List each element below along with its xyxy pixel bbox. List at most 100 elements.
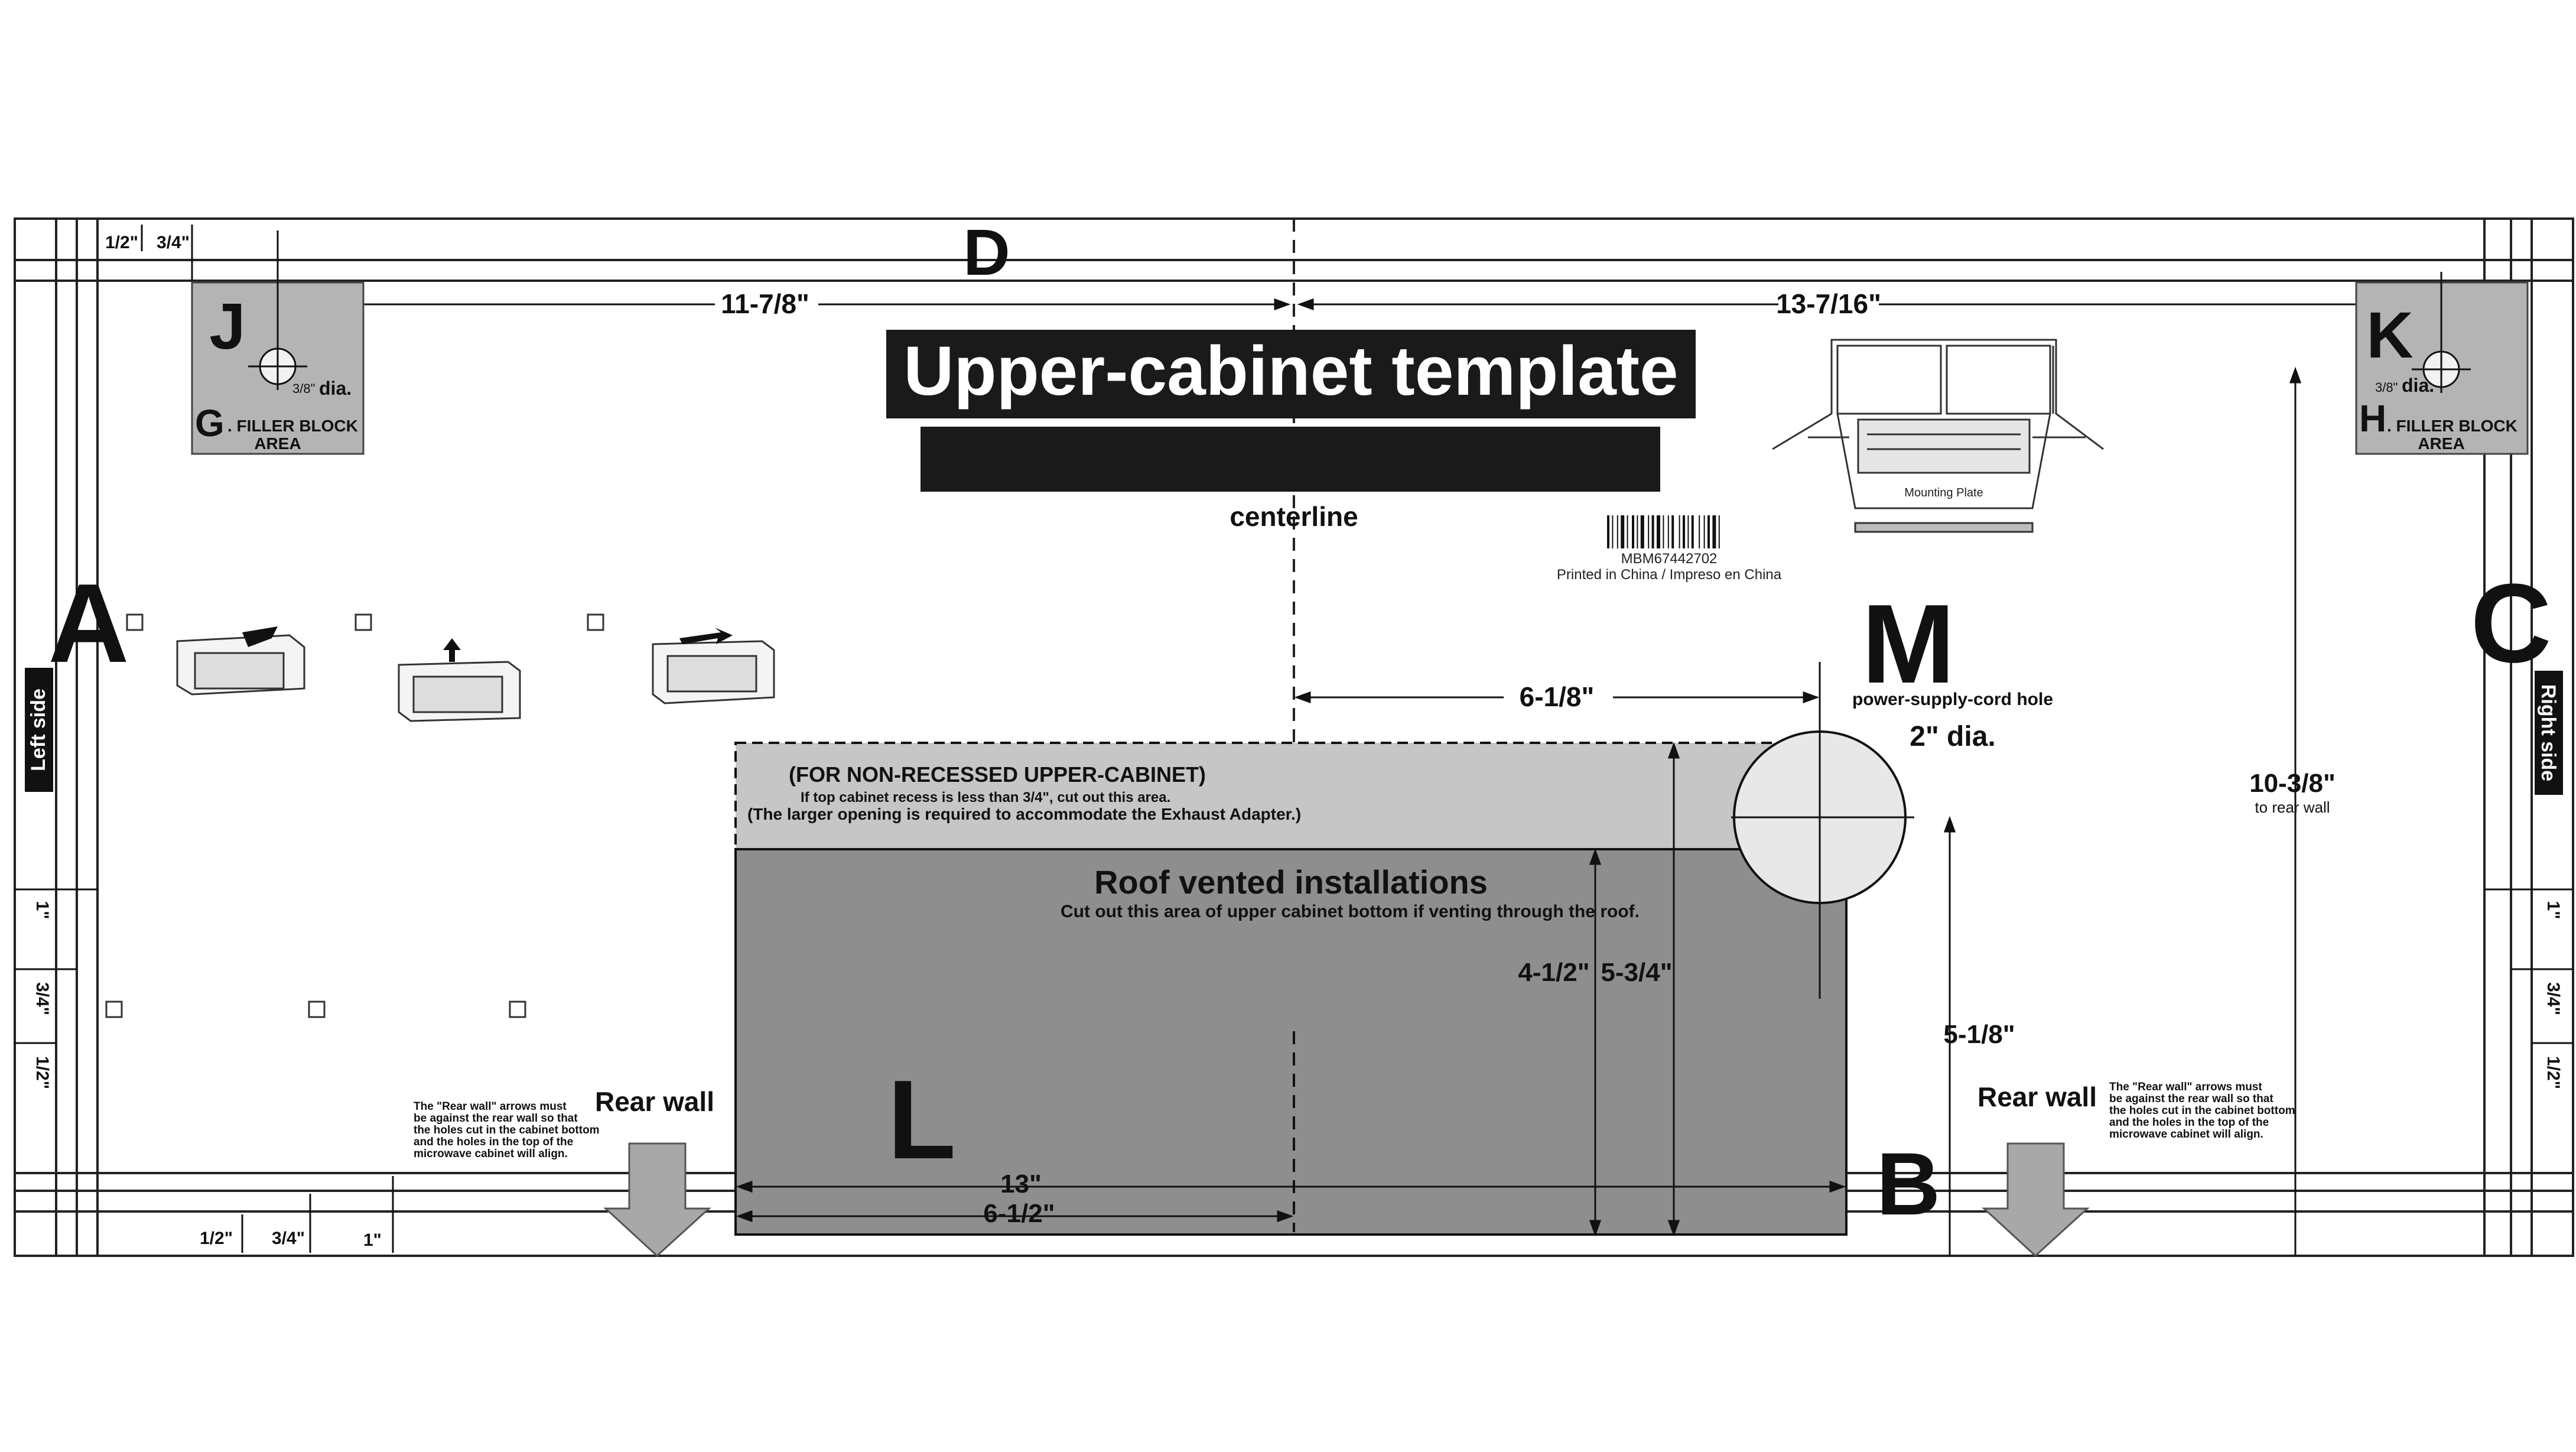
roof-vent-heading: Roof vented installations: [1094, 863, 1488, 901]
barcode-bar: [1699, 515, 1700, 548]
template-frame: [14, 217, 2574, 1257]
dimension-13: 13": [1000, 1170, 1042, 1198]
barcode-bar: [1640, 515, 1644, 548]
barcode-bar: [1679, 515, 1680, 548]
vertical-dimension-lines: [1589, 366, 2302, 1256]
top-left-offsets: 1/2" 3/4": [105, 233, 190, 252]
non-recessed-line1: If top cabinet recess is less than 3/4",…: [801, 790, 1170, 805]
barcode-bar: [1671, 515, 1674, 548]
barcode-bar: [1607, 515, 1609, 548]
to-rear-wall-label: to rear wall: [2255, 798, 2330, 816]
svg-text:The "Rear wall" arrows must: The "Rear wall" arrows must: [414, 1100, 567, 1113]
barcode-bar: [1648, 515, 1650, 548]
rear-wall-label-right: Rear wall: [1977, 1081, 2097, 1112]
dimension-5-1-8: 5-1/8": [1943, 1020, 2015, 1049]
rear-wall-arrow-left: [603, 1142, 711, 1258]
filler-block-left: J 3/8" dia. G . FILLER BLOCK AREA: [191, 230, 365, 455]
offset-three-quarter-top: 3/4": [157, 233, 190, 252]
barcode-bar: [1627, 515, 1628, 548]
power-cord-dia: 2" dia.: [1910, 721, 1995, 752]
svg-text:Left side: Left side: [27, 688, 50, 771]
svg-text:and the holes in the top of th: and the holes in the top of the: [2109, 1116, 2269, 1129]
top-dimension-lines: [275, 298, 2440, 311]
filler-area-left: AREA: [254, 434, 301, 453]
rear-wall-label-left: Rear wall: [595, 1086, 714, 1117]
bolt-dia-right: dia.: [2402, 375, 2434, 396]
rear-wall-arrow-right: [1982, 1142, 2090, 1258]
svg-text:and the holes in the top of th: and the holes in the top of the: [414, 1136, 573, 1148]
power-cord-hole: [1731, 662, 1914, 999]
dimension-line-6-1-8: [1294, 691, 1820, 704]
barcode: [1607, 515, 1720, 548]
letter-c: C: [2470, 561, 2551, 686]
filler-label-left: . FILLER BLOCK: [227, 417, 358, 435]
barcode-bar: [1712, 515, 1716, 548]
svg-text:Right side: Right side: [2537, 684, 2559, 781]
barcode-bar: [1707, 515, 1710, 548]
svg-text:be against the rear wall so th: be against the rear wall so that: [2109, 1093, 2273, 1105]
bottom-left-offsets: 1/2" 3/4" 1": [200, 1229, 382, 1250]
title-bar: [886, 330, 1696, 418]
page-title: Upper-cabinet template: [903, 332, 1678, 410]
barcode-bar: [1657, 515, 1660, 548]
filler-label-right: . FILLER BLOCK: [2387, 417, 2518, 435]
bolt-fraction-left: 3/8": [292, 381, 315, 396]
svg-text:The "Rear wall" arrows must: The "Rear wall" arrows must: [2109, 1081, 2262, 1093]
svg-text:1": 1": [363, 1230, 382, 1250]
letter-b: B: [1876, 1134, 1940, 1233]
barcode-bar: [1632, 515, 1634, 548]
printed-in: Printed in China / Impreso en China: [1557, 567, 1782, 583]
letter-k: K: [2366, 299, 2413, 372]
barcode-bar: [1651, 515, 1654, 548]
svg-text:microwave cabinet will align.: microwave cabinet will align.: [414, 1148, 568, 1160]
non-recessed-line2: (The larger opening is required to accom…: [747, 805, 1301, 823]
barcode-bar: [1687, 515, 1689, 548]
rear-wall-note-left: The "Rear wall" arrows must be against t…: [414, 1100, 600, 1160]
barcode-bar: [1616, 515, 1618, 548]
svg-text:microwave cabinet will align.: microwave cabinet will align.: [2109, 1128, 2263, 1141]
barcode-bar: [1637, 515, 1638, 548]
barcode-bar: [1691, 515, 1694, 548]
barcode-bar: [1663, 515, 1664, 548]
right-side-label: Right side: [2535, 671, 2563, 795]
mounting-plate-label: Mounting Plate: [1904, 486, 1983, 499]
svg-text:1": 1": [2544, 901, 2563, 920]
right-edge-offsets: 1" 3/4" 1/2": [2544, 901, 2563, 1089]
dimension-13-7-16: 13-7/16": [1776, 288, 1881, 319]
filler-block-right: K 3/8" dia. H . FILLER BLOCK AREA: [2355, 272, 2529, 455]
redacted-bar: [921, 427, 1660, 492]
dimension-10-3-8: 10-3/8": [2249, 769, 2336, 798]
svg-text:1": 1": [32, 901, 52, 920]
dimension-6-1-8: 6-1/8": [1520, 681, 1595, 712]
left-side-label: Left side: [25, 668, 53, 792]
filler-area-right: AREA: [2418, 434, 2464, 453]
barcode-bar: [1718, 515, 1720, 548]
dimension-4-1-2: 4-1/2": [1518, 958, 1589, 987]
barcode-bar: [1612, 515, 1614, 548]
svg-text:3/4": 3/4": [32, 982, 52, 1015]
dimension-6-1-2: 6-1/2": [983, 1199, 1055, 1228]
non-recessed-heading: (FOR NON-RECESSED UPPER-CABINET): [789, 762, 1206, 787]
offset-half-top: 1/2": [105, 233, 138, 252]
rear-wall-note-right: The "Rear wall" arrows must be against t…: [2109, 1081, 2295, 1141]
dimension-5-3-4: 5-3/4": [1601, 958, 1672, 987]
letter-h: H: [2359, 397, 2386, 440]
bolt-dia-left: dia.: [319, 378, 352, 399]
barcode-bar: [1621, 515, 1625, 548]
letter-d: D: [963, 216, 1010, 289]
left-edge-offsets: 1" 3/4" 1/2": [32, 901, 52, 1089]
svg-text:3/4": 3/4": [272, 1229, 305, 1248]
dimension-11-7-8: 11-7/8": [721, 288, 809, 319]
bottom-dimension-lines: [736, 1180, 1846, 1223]
letter-l: L: [887, 1057, 956, 1183]
svg-text:3/4": 3/4": [2544, 982, 2563, 1015]
part-number: MBM67442702: [1621, 551, 1718, 567]
letter-m: M: [1862, 582, 1955, 707]
svg-text:1/2": 1/2": [200, 1229, 233, 1248]
svg-text:the holes cut in the cabinet b: the holes cut in the cabinet bottom: [2109, 1105, 2295, 1117]
microwave-arrows: [242, 626, 733, 662]
barcode-bar: [1703, 515, 1705, 548]
roof-vent-subtext: Cut out this area of upper cabinet botto…: [1061, 902, 1640, 921]
svg-text:1/2": 1/2": [2544, 1056, 2563, 1089]
